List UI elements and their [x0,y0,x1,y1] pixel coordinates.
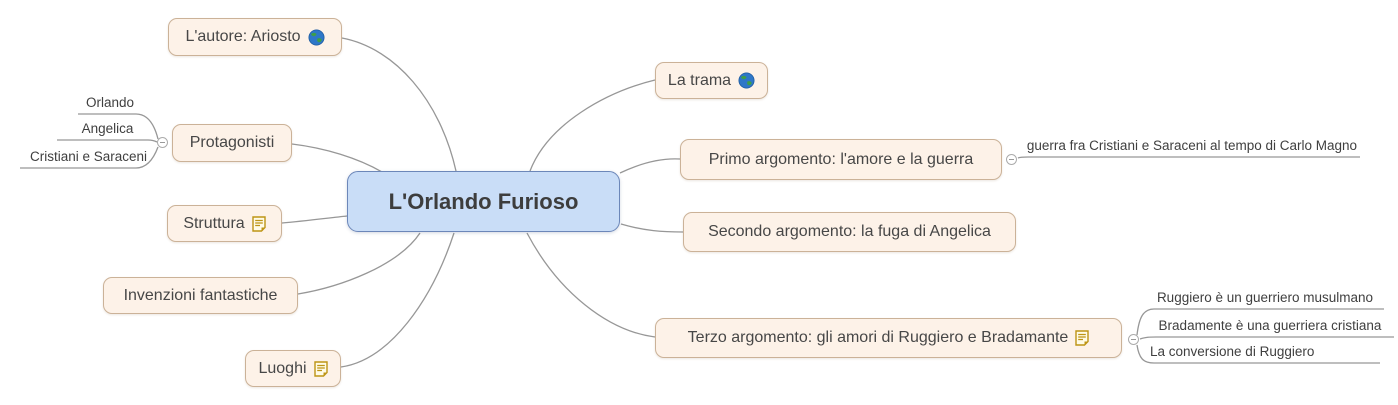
node-secondo[interactable]: Secondo argomento: la fuga di Angelica [683,212,1016,252]
connector-luoghi [340,232,455,368]
node-trama-label: La trama [667,71,732,89]
node-terzo-label: Terzo argomento: gli amori di Ruggiero e… [687,329,1069,346]
underline-guerra [1017,156,1360,159]
connector-primo [619,158,681,174]
minus-icon [1009,159,1014,160]
child-node-guerra[interactable]: guerra fra Cristiani e Saraceni al tempo… [1026,138,1358,153]
child-node-ruggiero-guerriero[interactable]: Ruggiero è un guerriero musulmano [1156,290,1374,305]
globe-icon[interactable] [738,72,755,89]
node-autore-label: L'autore: Ariosto [185,28,301,45]
underline-orlando [78,113,159,140]
node-invenzioni[interactable]: Invenzioni fantastiche [103,277,298,314]
node-invenzioni-label: Invenzioni fantastiche [123,286,278,304]
central-topic-label: L'Orlando Furioso [388,188,579,214]
connector-autore [341,37,457,172]
node-terzo[interactable]: Terzo argomento: gli amori di Ruggiero e… [655,318,1122,358]
collapse-toggle-terzo[interactable] [1128,334,1139,345]
node-struttura[interactable]: Struttura [167,205,282,242]
node-struttura-label: Struttura [183,214,245,232]
note-icon[interactable] [313,360,328,377]
connector-terzo [526,232,656,338]
connector-invenzioni [297,232,421,295]
collapse-toggle-protagonisti[interactable] [157,137,168,148]
connector-secondo [620,223,684,233]
note-icon[interactable] [1075,330,1090,346]
underline-ruggiero [1136,308,1384,336]
node-luoghi-label: Luoghi [258,359,307,377]
minus-icon [160,142,165,143]
node-primo[interactable]: Primo argomento: l'amore e la guerra [680,139,1002,180]
connector-protagonisti [291,143,383,173]
minus-icon [1131,339,1136,340]
node-trama[interactable]: La trama [655,62,768,99]
connector-struttura [281,215,348,224]
underline-bradamente [1139,336,1394,340]
globe-icon[interactable] [308,29,325,46]
node-primo-label: Primo argomento: l'amore e la guerra [708,150,974,168]
node-protagonisti-label: Protagonisti [189,134,275,151]
connector-trama [529,79,656,172]
child-node-angelica[interactable]: Angelica [81,121,134,136]
collapse-toggle-primo[interactable] [1006,154,1017,165]
underline-cristiani [20,146,159,169]
child-node-orlando[interactable]: Orlando [85,95,135,110]
node-luoghi[interactable]: Luoghi [245,350,341,387]
node-protagonisti[interactable]: Protagonisti [172,124,292,162]
node-autore[interactable]: L'autore: Ariosto [168,18,342,56]
central-topic[interactable]: L'Orlando Furioso [347,171,620,232]
child-node-cristiani-saraceni[interactable]: Cristiani e Saraceni [29,149,148,164]
underline-angelica [57,139,158,143]
node-secondo-label: Secondo argomento: la fuga di Angelica [708,223,991,240]
underline-conversione [1136,344,1380,364]
child-node-bradamente-guerriera[interactable]: Bradamente è una guerriera cristiana [1158,318,1382,333]
child-node-conversione-ruggiero[interactable]: La conversione di Ruggiero [1150,344,1315,359]
note-icon[interactable] [251,215,266,232]
